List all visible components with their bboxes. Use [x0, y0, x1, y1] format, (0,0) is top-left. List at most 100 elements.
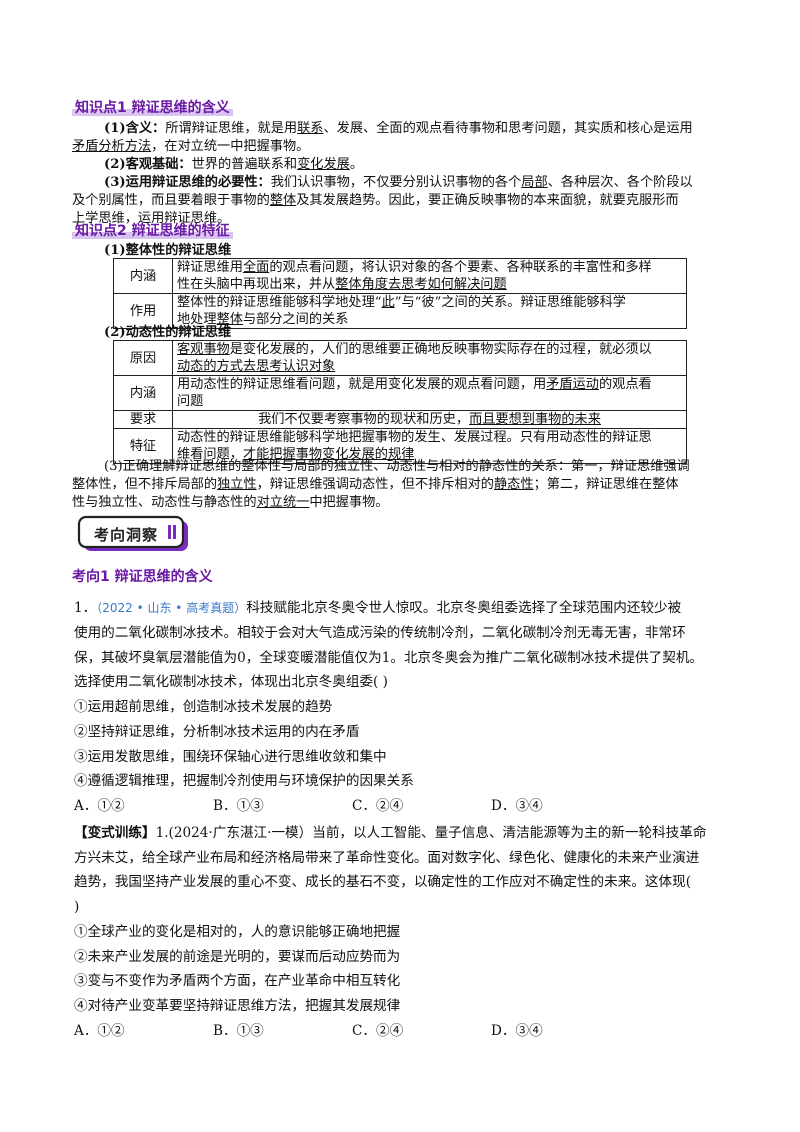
topic1-heading-row: 考向1 辩证思维的含义 — [72, 568, 213, 587]
p3-text-b: 、各种层次、各个阶段以 — [547, 175, 693, 190]
q1-d: D．③④ — [491, 798, 543, 814]
q2-b: B．①③ — [213, 1023, 264, 1039]
badge-label: 考向洞察 — [94, 526, 159, 544]
t1-r2-u: 此 — [381, 295, 395, 310]
p3-underline-1: 局部 — [521, 175, 548, 190]
t1-r1-c: 性在头脑中再现出来，并从 — [177, 277, 336, 292]
q1-line2: 使用的二氧化碳制冰技术。相较于会对大气造成污染的传统制冷剂，二氧化碳制冷剂无毒无… — [74, 622, 686, 644]
table-row: 原因 客观事物是变化发展的，人们的思维要正确地反映事物实际存在的过程，就必须以 … — [113, 340, 687, 376]
q2-a: A．①② — [74, 1023, 125, 1039]
t2-r1-u: 客观事物 — [177, 342, 230, 357]
q2-line1: 【变式训练】1.(2024·广东湛江·一模）当前，以人工智能、量子信息、清洁能源… — [74, 822, 706, 844]
p2-label: (2)客观基础： — [104, 157, 192, 172]
t2-r3-a: 我们不仅要考察事物的现状和历史， — [258, 412, 470, 427]
cell-label: 内涵 — [113, 375, 173, 411]
s2-p3-a: (3)正确理解辩证思维的整体性与局部的独立性、动态性与相对的静态性的关系：第一，… — [104, 459, 690, 474]
p2-text-a: 世界的普遍联系和 — [191, 157, 298, 172]
q1-choice-c[interactable]: C．②④ — [352, 795, 403, 817]
t2-r4-b: 维看问题， — [177, 447, 243, 462]
s2-p3-f: 中把握事物。 — [309, 495, 389, 510]
q1-line4: 选择使用二氧化碳制冰技术，体现出北京冬奥组委( ) — [74, 671, 388, 693]
t2-r1-a: 是变化发展的，人们的思维要正确地反映事物实际存在的过程，就必须以 — [229, 342, 652, 357]
p2-underline: 变化发展 — [297, 157, 350, 172]
table-dynamic: 原因 客观事物是变化发展的，人们的思维要正确地反映事物实际存在的过程，就必须以 … — [113, 340, 687, 464]
p1-label: (1)含义： — [104, 121, 166, 136]
q1-text-2: 使用的二氧化碳制冰技术。相较于会对大气造成污染的传统制冷剂，二氧化碳制冷剂无毒无… — [74, 625, 686, 641]
p1-text-a: 所谓辩证思维，就是用 — [165, 121, 298, 136]
t1-r2-c: 地处理 — [177, 312, 217, 327]
cell-content: 我们不仅要考察事物的现状和历史，而且要想到事物的未来 — [172, 410, 687, 429]
q2-line4: ) — [74, 896, 79, 918]
cell-label: 原因 — [113, 340, 173, 376]
q2-text-3: 趋势，我国坚持产业发展的重心不变、成长的基石不变，以确定性的工作应对不确定性的未… — [74, 874, 692, 890]
t1-r1-b: 的观点看问题，将认识对象的各个要素、各种联系的丰富性和多样 — [269, 260, 652, 275]
cell-content: 整体性的辩证思维能够科学地处理“此”与“彼”之间的关系。辩证思维能够科学 地处理… — [172, 293, 687, 329]
t2-r1-u2: 动态的方式去思考认识对象 — [177, 359, 336, 374]
section2-heading: 知识点2 辩证思维的特征 — [72, 223, 233, 239]
cell-label: 作用 — [113, 293, 173, 329]
q2-o1: ①全球产业的变化是相对的，人的意识能够正确地把握 — [74, 924, 401, 940]
q2-choice-b[interactable]: B．①③ — [213, 1020, 264, 1042]
p1-text-b: 、发展、全面的观点看待事物和思考问题，其实质和核心是运用 — [323, 121, 693, 136]
p3-underline-2: 整体 — [269, 193, 297, 208]
q2-c: C．②④ — [352, 1023, 404, 1039]
cell-label: 要求 — [113, 410, 173, 429]
t1-r1-u: 全面 — [242, 260, 270, 275]
q1-choice-d[interactable]: D．③④ — [491, 795, 543, 817]
q1-option-4: ④遵循逻辑推理，把握制冷剂使用与环境保护的因果关系 — [74, 770, 414, 792]
p3-label: (3)运用辩证思维的必要性： — [104, 175, 271, 190]
section1-p3-line2: 及个别属性，而且要着眼于事物的整体及其发展趋势。因此，要正确反映事物的本来面貌，… — [72, 192, 679, 210]
q2-choice-c[interactable]: C．②④ — [352, 1020, 403, 1042]
q1-text-3: 保，其破坏臭氧层潜能值为0，全球变暖潜能值仅为1。北京冬奥会为推广二氧化碳制冰技… — [74, 650, 704, 666]
q2-choice-a[interactable]: A．①② — [74, 1020, 125, 1042]
table-row: 内涵 辩证思维用全面的观点看问题，将认识对象的各个要素、各种联系的丰富性和多样 … — [113, 258, 687, 294]
section1-heading-row: 知识点1 辩证思维的含义 — [72, 99, 233, 118]
section1-p1-line1: (1)含义：所谓辩证思维，就是用联系、发展、全面的观点看待事物和思考问题，其实质… — [104, 120, 693, 138]
s2-p3-u1: 独立性 — [217, 477, 257, 492]
table-row: 内涵 用动态性的辩证思维看问题，就是用变化发展的观点看问题，用矛盾运动的观点看 … — [113, 375, 687, 411]
q2-o4: ④对待产业变革要坚持辩证思维方法，把握其发展规律 — [74, 998, 401, 1014]
q2-tag: 【变式训练】 — [74, 825, 156, 841]
kaoxiang-badge: 考向洞察 — [76, 515, 190, 553]
q1-text-4: 选择使用二氧化碳制冰技术，体现出北京冬奥组委( ) — [74, 674, 388, 690]
q1-b: B．①③ — [213, 798, 264, 814]
q2-text-2: 方兴未艾，给全球产业布局和经济格局带来了革命性变化。面对数字化、绿色化、健康化的… — [74, 850, 700, 866]
q2-choice-d[interactable]: D．③④ — [491, 1020, 543, 1042]
q2-option-4: ④对待产业变革要坚持辩证思维方法，把握其发展规律 — [74, 995, 400, 1017]
section1-p1-line2: 矛盾分析方法，在对立统一中把握事物。 — [72, 138, 309, 156]
p3-text-a: 我们认识事物，不仅要分别认识事物的各个 — [270, 175, 522, 190]
section1-p3-line1: (3)运用辩证思维的必要性：我们认识事物，不仅要分别认识事物的各个局部、各种层次… — [104, 174, 693, 192]
t2-r2-u: 矛盾运动 — [546, 377, 599, 392]
q2-option-1: ①全球产业的变化是相对的，人的意识能够正确地把握 — [74, 921, 400, 943]
table-holistic: 内涵 辩证思维用全面的观点看问题，将认识对象的各个要素、各种联系的丰富性和多样 … — [113, 258, 687, 329]
t1-r2-a: 整体性的辩证思维能够科学地处理“ — [177, 295, 382, 310]
q1-choice-a[interactable]: A．①② — [74, 795, 125, 817]
q1-a: A．①② — [74, 798, 125, 814]
s2-p3-u3: 对立统一 — [256, 495, 310, 510]
cell-content: 动态性的辩证思维能够科学地把握事物的发生、发展过程。只有用动态性的辩证思 维看问… — [172, 428, 687, 464]
p3-text-c: 及个别属性，而且要着眼于事物的 — [72, 193, 270, 208]
q2-line2: 方兴未艾，给全球产业布局和经济格局带来了革命性变化。面对数字化、绿色化、健康化的… — [74, 847, 699, 869]
t2-r4-u: 才能把握事物变化发展的规律 — [242, 447, 415, 462]
section2-sub2: (2)动态性的辩证思维 — [104, 324, 231, 342]
q1-source: （2022 • 山东 • 高考真题） — [96, 601, 247, 615]
s2-p3-e: 性与独立性、动态性与静态性的 — [72, 495, 257, 510]
p3-text-d: 及其发展趋势。因此，要正确反映事物的本来面貌，就要克服形而 — [296, 193, 679, 208]
t1-r2-d: 与部分之间的关系 — [242, 312, 349, 327]
cell-content: 客观事物是变化发展的，人们的思维要正确地反映事物实际存在的过程，就必须以 动态的… — [172, 340, 687, 376]
q2-line3: 趋势，我国坚持产业发展的重心不变、成长的基石不变，以确定性的工作应对不确定性的未… — [74, 871, 691, 893]
q1-option-2: ②坚持辩证思维，分析制冰技术运用的内在矛盾 — [74, 721, 359, 743]
q2-option-3: ③变与不变作为矛盾两个方面，在产业革命中相互转化 — [74, 970, 400, 992]
q1-o1: ①运用超前思维，创造制冰技术发展的趋势 — [74, 699, 333, 715]
table-row: 要求 我们不仅要考察事物的现状和历史，而且要想到事物的未来 — [113, 410, 687, 429]
q2-d: D．③④ — [491, 1023, 543, 1039]
t1-r2-b: ”与“彼”之间的关系。辩证思维能够科学 — [394, 295, 626, 310]
section1-p2: (2)客观基础：世界的普遍联系和变化发展。 — [104, 156, 363, 174]
q1-choice-b[interactable]: B．①③ — [213, 795, 264, 817]
t2-r2-a: 用动态性的辩证思维看问题，就是用变化发展的观点看问题，用 — [177, 377, 547, 392]
q1-text-1: 科技赋能北京冬奥令世人惊叹。北京冬奥组委选择了全球范围内还较少被 — [246, 600, 682, 616]
p1-underline-1: 联系 — [297, 121, 324, 136]
s2-p3-b: 整体性，但不排斥局部的 — [72, 477, 218, 492]
p1-text-c: ，在对立统一中把握事物。 — [151, 139, 310, 154]
badge-frame-icon — [77, 515, 188, 551]
